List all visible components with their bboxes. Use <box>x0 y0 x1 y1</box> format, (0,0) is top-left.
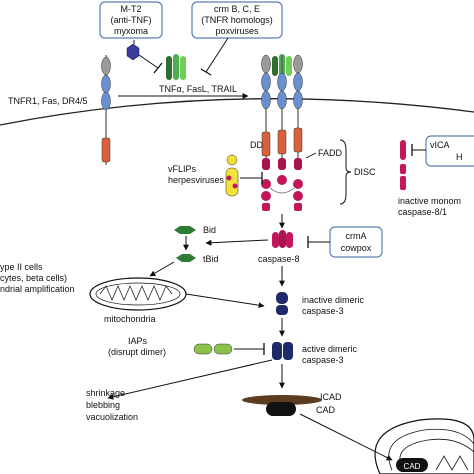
crm-line2: (TNFR homologs) <box>201 15 273 25</box>
type2-line3: ndrial amplification <box>0 284 75 294</box>
tbid-label: tBid <box>203 254 219 264</box>
active-dimeric-line1: active dimeric <box>302 344 358 354</box>
dd-label: DD <box>250 140 263 150</box>
disc-bracket <box>339 139 352 205</box>
outcome-vacuolization: vacuolization <box>86 412 138 422</box>
inactive-monomer-line1: inactive monom <box>398 196 461 206</box>
mitochondria-label: mitochondria <box>104 314 156 324</box>
caspase8-to-bid-arrow <box>205 239 269 246</box>
vica-box: vICA H <box>425 135 474 167</box>
receptors-label: TNFR1, Fas, DR4/5 <box>8 96 88 106</box>
active-dimeric-line2: caspase-3 <box>302 355 344 365</box>
iaps-line1: IAPs <box>128 336 148 346</box>
icad-label: ICAD <box>320 392 342 402</box>
crm-inhibition <box>205 37 229 73</box>
outcome-blebbing: blebbing <box>86 400 120 410</box>
m-t2-protein-icon <box>126 43 140 61</box>
crma-line2: cowpox <box>341 243 372 253</box>
cad-nucleus-label: CAD <box>404 462 421 471</box>
inactive-monomer-caspase-icon <box>400 140 406 190</box>
m-t2-line3: myxoma <box>114 26 148 36</box>
m-t2-inhibition <box>138 54 159 69</box>
crma-box: crmA cowpox <box>329 226 383 258</box>
vica-line2: H <box>456 152 463 162</box>
inactive-caspase3-icon <box>276 292 288 315</box>
caspase8-label: caspase-8 <box>258 254 300 264</box>
iap-protein-icon <box>193 343 233 355</box>
inactive-dimeric-line1: inactive dimeric <box>302 295 365 305</box>
disc-label: DISC <box>354 167 376 177</box>
iaps-line2: (disrupt dimer) <box>108 347 166 357</box>
caspase8-icon <box>272 230 293 248</box>
vflip-protein-icon <box>225 154 239 197</box>
tbid-to-typeii-arrow <box>149 261 175 277</box>
bid-icon <box>174 226 196 234</box>
receptor-trimer-complex-icon <box>261 54 303 211</box>
tbid-icon <box>176 254 196 262</box>
cad-label: CAD <box>316 405 336 415</box>
vflips-line1: vFLIPs <box>168 164 197 174</box>
caspase3-to-outcomes-arrow <box>107 359 273 400</box>
crma-line1: crmA <box>346 231 367 241</box>
mitochondria-to-caspase3-arrow <box>185 293 265 309</box>
cad-to-nucleus-arrow <box>299 413 393 461</box>
active-caspase3-icon <box>272 342 293 360</box>
vflips-line2: herpesviruses <box>168 175 225 185</box>
type2-line2: cytes, beta cells) <box>0 273 67 283</box>
inactive-monomer-line2: caspase-8/1 <box>398 207 447 217</box>
nucleus-icon <box>374 418 474 474</box>
bid-label: Bid <box>203 225 216 235</box>
m-t2-line1: M-T2 <box>121 4 142 14</box>
crm-line3: poxviruses <box>215 26 259 36</box>
fadd-label: FADD <box>318 148 343 158</box>
cell-membrane <box>0 98 474 126</box>
crm-line1: crm B, C, E <box>214 4 260 14</box>
m-t2-line2: (anti-TNF) <box>111 15 152 25</box>
mitochondria-icon <box>89 277 187 311</box>
type2-line1: ype II cells <box>0 262 43 272</box>
icad-cad-complex-icon <box>242 395 322 416</box>
vica-line1: vICA <box>430 140 450 150</box>
ligands-label: TNFα, FasL, TRAIL <box>159 84 237 94</box>
crm-box: crm B, C, E (TNFR homologs) poxviruses <box>191 1 283 39</box>
inactive-dimeric-line2: caspase-3 <box>302 306 344 316</box>
receptor-monomer-icon <box>101 55 111 165</box>
outcome-shrinkage: shrinkage <box>86 388 125 398</box>
m-t2-box: M-T2 (anti-TNF) myxoma <box>99 1 163 39</box>
ligand-trimer-icon <box>166 54 186 80</box>
